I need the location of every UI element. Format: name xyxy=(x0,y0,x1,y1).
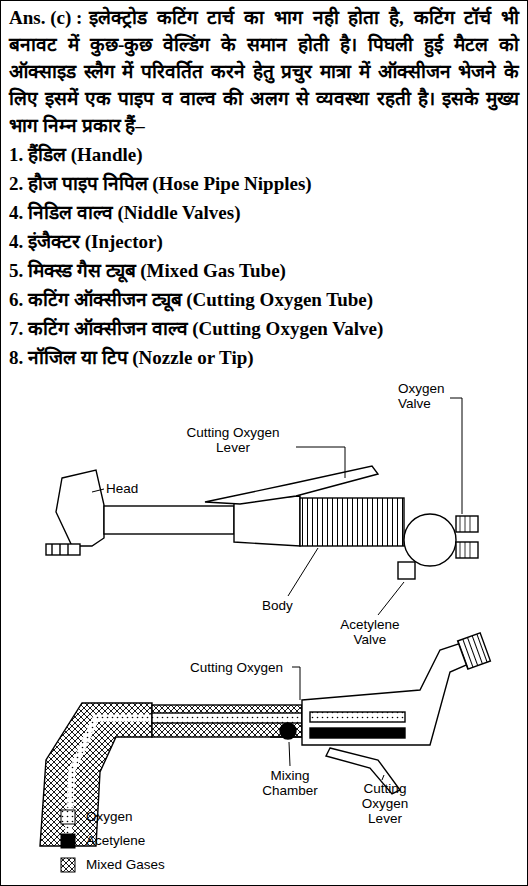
part-label: Head xyxy=(106,481,156,496)
list-item: 4. निडिल वाल्व (Niddle Valves) xyxy=(9,199,519,226)
list-item: 5. मिक्स्ड गैस ट्यूब (Mixed Gas Tube) xyxy=(9,257,519,284)
part-label: Oxygen Valve xyxy=(398,381,460,411)
list-item: 4. इंजैक्टर (Injector) xyxy=(9,228,519,255)
answer-paragraph: इलेक्ट्रोड कटिंग टार्च का भाग नही होता ह… xyxy=(9,4,519,139)
part-label: Acetylene Valve xyxy=(330,617,410,647)
list-item: 2. हौज पाइप निपिल (Hose Pipe Nipples) xyxy=(9,170,519,197)
part-label: Body xyxy=(262,598,312,613)
part-label: Cutting Oxygen xyxy=(190,660,300,675)
part-label: Cutting Oxygen Lever xyxy=(170,425,296,455)
answer-marker: Ans. (c) : xyxy=(9,4,82,31)
legend-text: Acetylene xyxy=(86,833,145,849)
legend-swatch xyxy=(60,809,76,825)
legend-swatch xyxy=(60,857,76,873)
legend-swatch xyxy=(60,833,76,849)
list-item: 6. कटिंग ऑक्सीजन ट्यूब (Cutting Oxygen T… xyxy=(9,286,519,313)
part-label: Mixing Chamber xyxy=(255,768,325,798)
list-item: 8. नॉजिल या टिप (Nozzle or Tip) xyxy=(9,344,519,371)
legend-text: Mixed Gases xyxy=(86,857,165,873)
list-item: 7. कटिंग ऑक्सीजन वाल्व (Cutting Oxygen V… xyxy=(9,315,519,342)
legend-text: Oxygen xyxy=(86,809,133,825)
part-label: Cutting Oxygen Lever xyxy=(355,781,415,826)
list-item: 1. हैंडिल (Handle) xyxy=(9,141,519,168)
